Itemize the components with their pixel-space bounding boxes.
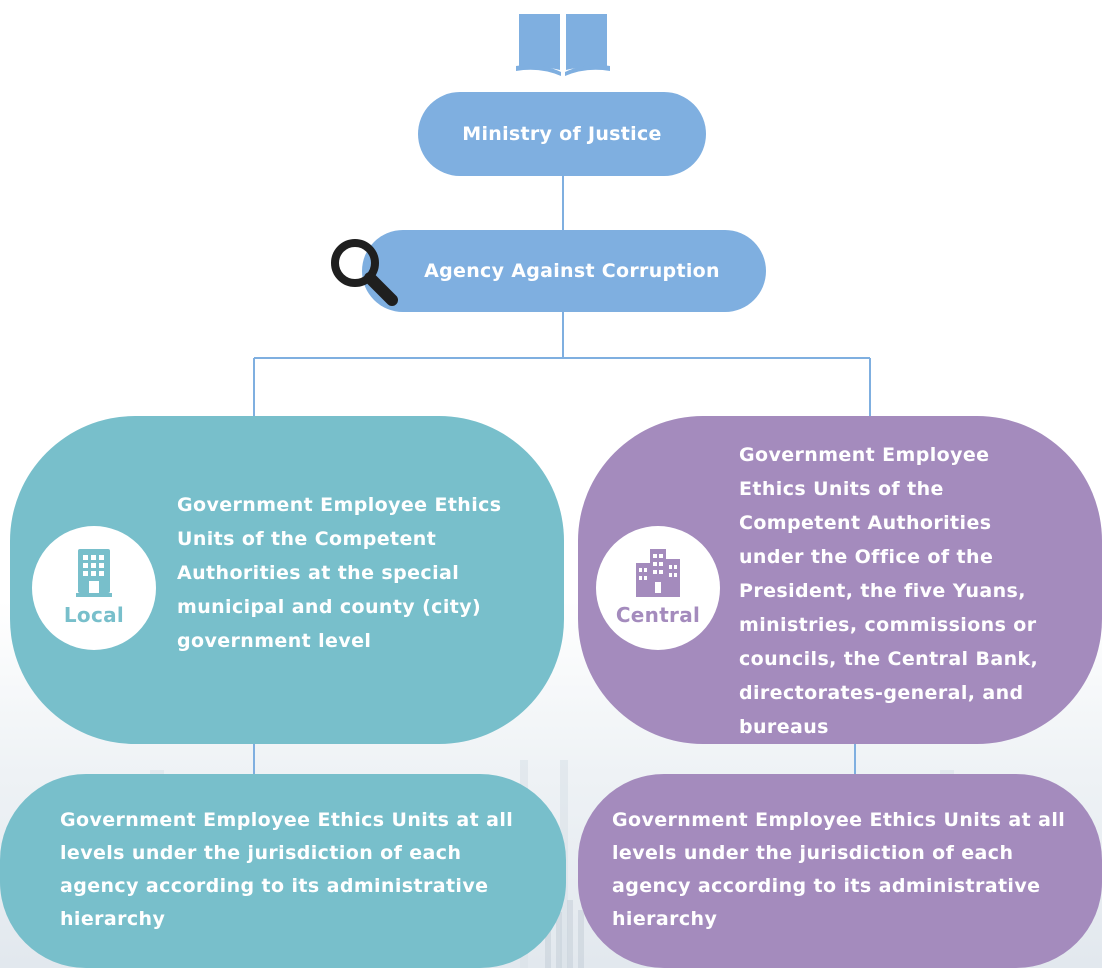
building-icon [636,549,680,597]
agency-node: Agency Against Corruption [362,230,766,312]
building-icon [76,549,112,597]
local-badge-label: Local [63,603,125,627]
central-badge: Central [596,526,720,650]
central-badge-label: Central [615,603,701,627]
central-title: Government Employee Ethics Units of the … [739,444,1039,738]
ministry-node: Ministry of Justice [418,92,706,176]
local-sub-node: Government Employee Ethics Units at all … [0,774,566,968]
local-title: Government Employee Ethics Units of the … [177,494,502,652]
local-sub-text: Government Employee Ethics Units at all … [60,809,514,930]
ministry-label: Ministry of Justice [462,123,662,145]
agency-label: Agency Against Corruption [424,260,720,282]
local-badge: Local [32,526,156,650]
central-sub-node: Government Employee Ethics Units at all … [578,774,1102,968]
central-sub-text: Government Employee Ethics Units at all … [612,809,1066,930]
book-icon [516,14,610,76]
search-icon [331,239,398,306]
